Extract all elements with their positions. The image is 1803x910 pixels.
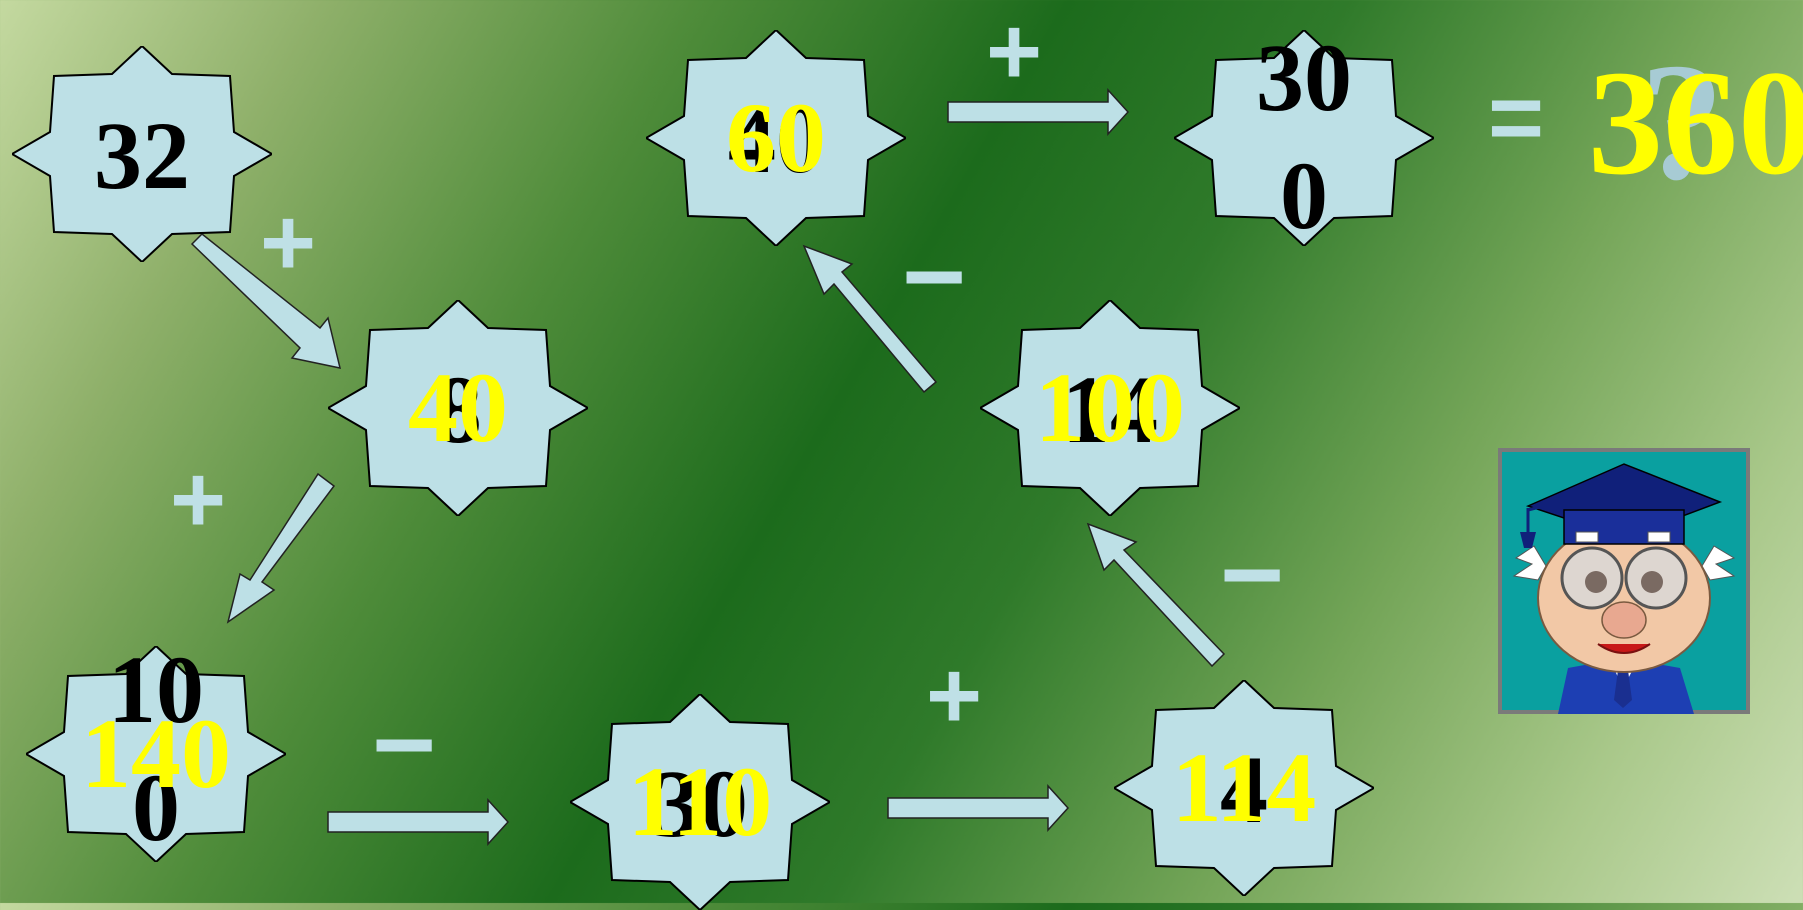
star-shape [1114,680,1374,896]
answer-number: 40 [408,352,508,463]
star-3[interactable]: 10 0 140 [26,642,286,862]
arrow-7 [947,88,1130,136]
arrow-6 [802,244,938,394]
professor-owl-icon[interactable] [1498,448,1750,714]
star-5[interactable]: 4 114 [1114,680,1374,896]
star-2[interactable]: 8 40 [328,300,588,516]
question-number: 8 [434,356,482,463]
question-number-bottom: 0 [132,754,180,861]
final-answer: 360 [1588,40,1803,206]
question-number-bottom: 0 [1280,142,1328,249]
answer-number: 110 [627,746,773,857]
star-shape [980,300,1240,516]
star-1[interactable]: 32 [12,46,272,262]
answer-number: 140 [81,698,231,809]
answer-number: 60 [726,82,826,193]
star-6[interactable]: 14 100 [980,300,1240,516]
star-shape [26,646,286,862]
answer-number: 100 [1035,352,1185,463]
arrow-3 [327,798,510,846]
question-mark: ? [1640,29,1724,215]
answer-number: 114 [1171,732,1317,843]
star-shape [328,300,588,516]
question-number-top: 30 [1256,24,1352,131]
equals-sign: = [1488,64,1545,171]
question-number-top: 10 [108,636,204,743]
question-number: 30 [652,750,748,857]
operator-plus-1: + [260,189,317,296]
operator-minus-6: − [902,215,967,338]
operator-plus-7: + [986,0,1043,105]
star-shape [570,694,830,910]
star-shape [646,30,906,246]
star-8[interactable]: 30 0 [1174,30,1434,246]
star-7[interactable]: 40 60 [646,30,906,246]
question-number: 4 [1220,736,1268,843]
arrow-5 [1086,522,1226,668]
question-number: 14 [1062,356,1158,463]
operator-plus-4: + [926,642,983,749]
operator-minus-5: − [1220,513,1285,636]
star-4[interactable]: 30 110 [570,694,830,910]
operator-plus-2: + [170,446,227,553]
question-number: 32 [94,102,190,209]
arrow-2 [226,472,336,624]
star-shape [12,46,272,262]
arrow-4 [887,784,1070,832]
operator-minus-3: − [372,683,437,806]
star-shape [1174,30,1434,246]
arrow-1 [190,232,342,369]
question-number: 40 [728,86,824,193]
